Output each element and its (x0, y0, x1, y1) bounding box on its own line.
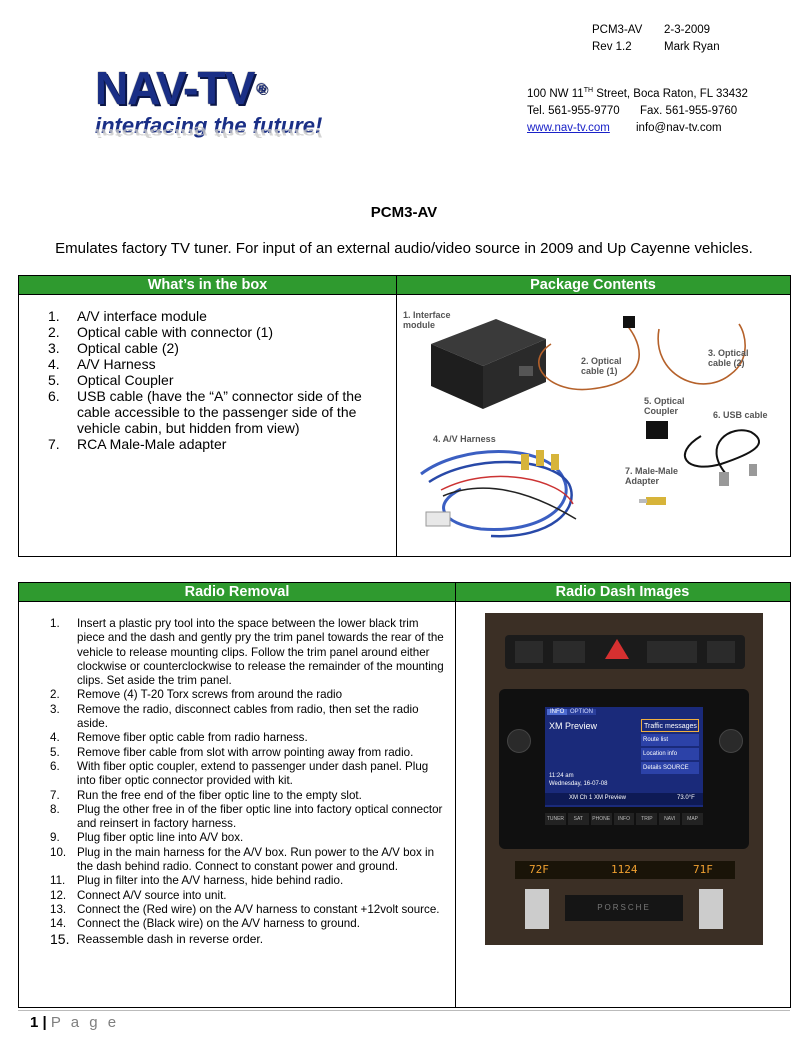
step-item: 4.Remove fiber optic cable from radio ha… (50, 731, 308, 745)
step-item: 10.Plug in the main harness for the A/V … (50, 845, 435, 874)
screen-time: 11:24 am (549, 773, 574, 779)
list-item: 3.Optical cable (2) (48, 340, 179, 356)
doc-author: Mark Ryan (664, 41, 720, 53)
company-address: 100 NW 11TH Street, Boca Raton, FL 33432… (527, 82, 748, 137)
list-item: 1.A/V interface module (48, 308, 207, 324)
climate-center: 1124 (611, 863, 638, 876)
label-male-male-adapter: 7. Male-Male Adapter (625, 466, 679, 486)
tune-knob[interactable] (719, 729, 743, 753)
list-item: 6.USB cable (have the “A” connector side… (48, 388, 362, 436)
pcm-button[interactable]: INFO (613, 813, 635, 825)
pcm-button-row: TUNER SAT PHONE INFO TRIP NAVI MAP (545, 813, 704, 825)
radio-dash-photo: INFO OPTION XM Preview Traffic messages … (485, 613, 763, 945)
step-item: 3.Remove the radio, disconnect cables fr… (50, 702, 419, 731)
logo-tagline: interfacing the future! (95, 113, 323, 138)
climate-slider-left[interactable] (525, 889, 549, 929)
top-switch-panel (505, 635, 745, 669)
radio-section-table: Radio Removal Radio Dash Images 1.Insert… (18, 582, 791, 1008)
step-item: 7.Run the free end of the fiber optic li… (50, 788, 362, 802)
doc-rev: Rev 1.2 (592, 41, 632, 53)
step-item: 13.Connect the (Red wire) on the A/V har… (50, 902, 440, 916)
page-number: 1 (30, 1014, 39, 1031)
box-section-table: What’s in the box Package Contents 1.A/V… (18, 275, 791, 557)
email: info@nav-tv.com (636, 121, 722, 134)
step-item: 12.Connect A/V source into unit. (50, 888, 227, 902)
package-contents-header: Package Contents (396, 276, 790, 295)
pcm-button[interactable]: SAT (567, 813, 589, 825)
label-av-harness: 4. A/V Harness (433, 434, 496, 444)
page-label: P a g e (50, 1014, 120, 1031)
step-item: 6.With fiber optic coupler, extend to pa… (50, 759, 429, 788)
step-item: 11.Plug in filter into the A/V harness, … (50, 874, 344, 888)
screen-source: XM Preview (549, 721, 598, 731)
radio-removal-header: Radio Removal (19, 583, 455, 602)
fax: Fax. 561-955-9760 (640, 104, 738, 117)
label-optical-coupler: 5. Optical Coupler (644, 396, 685, 416)
pcm-button[interactable]: TRIP (636, 813, 658, 825)
radio-dash-images-header: Radio Dash Images (455, 583, 790, 602)
list-item: 4.A/V Harness (48, 356, 156, 372)
pcm-button[interactable]: MAP (682, 813, 704, 825)
nav-tv-logo: NAV-TV® interfacing the future! interfac… (95, 64, 375, 160)
screen-menu-item[interactable]: Location info (641, 748, 699, 760)
package-contents-illustration (420, 316, 760, 538)
pcm-radio-unit: INFO OPTION XM Preview Traffic messages … (499, 689, 749, 849)
page-title: PCM3-AV (370, 204, 438, 221)
whats-in-box-header: What’s in the box (19, 276, 396, 295)
climate-slider-right[interactable] (699, 889, 723, 929)
screen-status: XM Ch 1 XM Preview (569, 795, 627, 801)
pcm-button[interactable]: TUNER (545, 813, 566, 825)
screen-menu-item[interactable]: Route list (641, 734, 699, 746)
porsche-badge: PORSCHE (565, 895, 683, 921)
box-items-list: 1.A/V interface module 2.Optical cable w… (48, 308, 378, 452)
interface-module-image (431, 319, 546, 409)
website-link[interactable]: www.nav-tv.com (527, 121, 610, 134)
logo-registered: ® (256, 80, 266, 96)
doc-meta: PCM3-AV 2-3-2009 Rev 1.2 Mark Ryan (592, 22, 720, 56)
step-item: 8.Plug the other free in of the fiber op… (50, 802, 443, 831)
pcm-button[interactable]: NAVI (659, 813, 681, 825)
footer-rule (18, 1010, 790, 1011)
step-item: 14.Connect the (Black wire) on the A/V h… (50, 917, 360, 931)
radio-removal-steps: 1.Insert a plastic pry tool into the spa… (50, 617, 448, 946)
climate-display: 72F 1124 71F (515, 861, 735, 879)
screen-menu-item[interactable]: Details SOURCE (641, 762, 699, 774)
pcm-screen: INFO OPTION XM Preview Traffic messages … (545, 707, 703, 807)
step-item: 1.Insert a plastic pry tool into the spa… (50, 617, 444, 688)
volume-knob[interactable] (507, 729, 531, 753)
climate-left-temp: 72F (529, 863, 549, 876)
hazard-icon (605, 639, 629, 659)
label-interface-module: 1. Interface module (403, 310, 451, 330)
label-usb-cable: 6. USB cable (713, 410, 768, 420)
logo-text: NAV-TV (95, 62, 255, 114)
doc-code: PCM3-AV (592, 24, 643, 36)
screen-temp: 73.0°F (677, 795, 695, 801)
logo-tagline-reflection: interfacing the future! (95, 126, 323, 141)
page-footer: 1 | P a g e (30, 1014, 119, 1031)
pcm-button[interactable]: PHONE (590, 813, 612, 825)
page-subtitle: Emulates factory TV tuner. For input of … (55, 240, 753, 257)
screen-menu-item[interactable]: Traffic messages (641, 719, 699, 732)
column-divider (455, 583, 456, 1007)
footer-separator: | (42, 1014, 47, 1031)
list-item: 5.Optical Coupler (48, 372, 174, 388)
step-item: 9.Plug fiber optic line into A/V box. (50, 831, 244, 845)
tel: Tel. 561-955-9770 (527, 104, 620, 117)
label-optical-cable-1: 2. Optical cable (1) (581, 356, 622, 376)
list-item: 7.RCA Male-Male adapter (48, 436, 227, 452)
list-item: 2.Optical cable with connector (1) (48, 324, 274, 340)
package-contents-photo: 1. Interface module 2. Optical cable (1)… (401, 304, 787, 554)
doc-date: 2-3-2009 (664, 24, 711, 36)
step-item: 5.Remove fiber cable from slot with arro… (50, 745, 414, 759)
step-item: 15.Reassemble dash in reverse order. (50, 930, 264, 947)
step-item: 2.Remove (4) T-20 Torx screws from aroun… (50, 688, 343, 702)
label-optical-cable-2: 3. Optical cable (2) (708, 348, 749, 368)
column-divider (396, 276, 397, 556)
climate-right-temp: 71F (693, 863, 713, 876)
screen-date: Wednesday, 16-07-08 (549, 781, 608, 787)
